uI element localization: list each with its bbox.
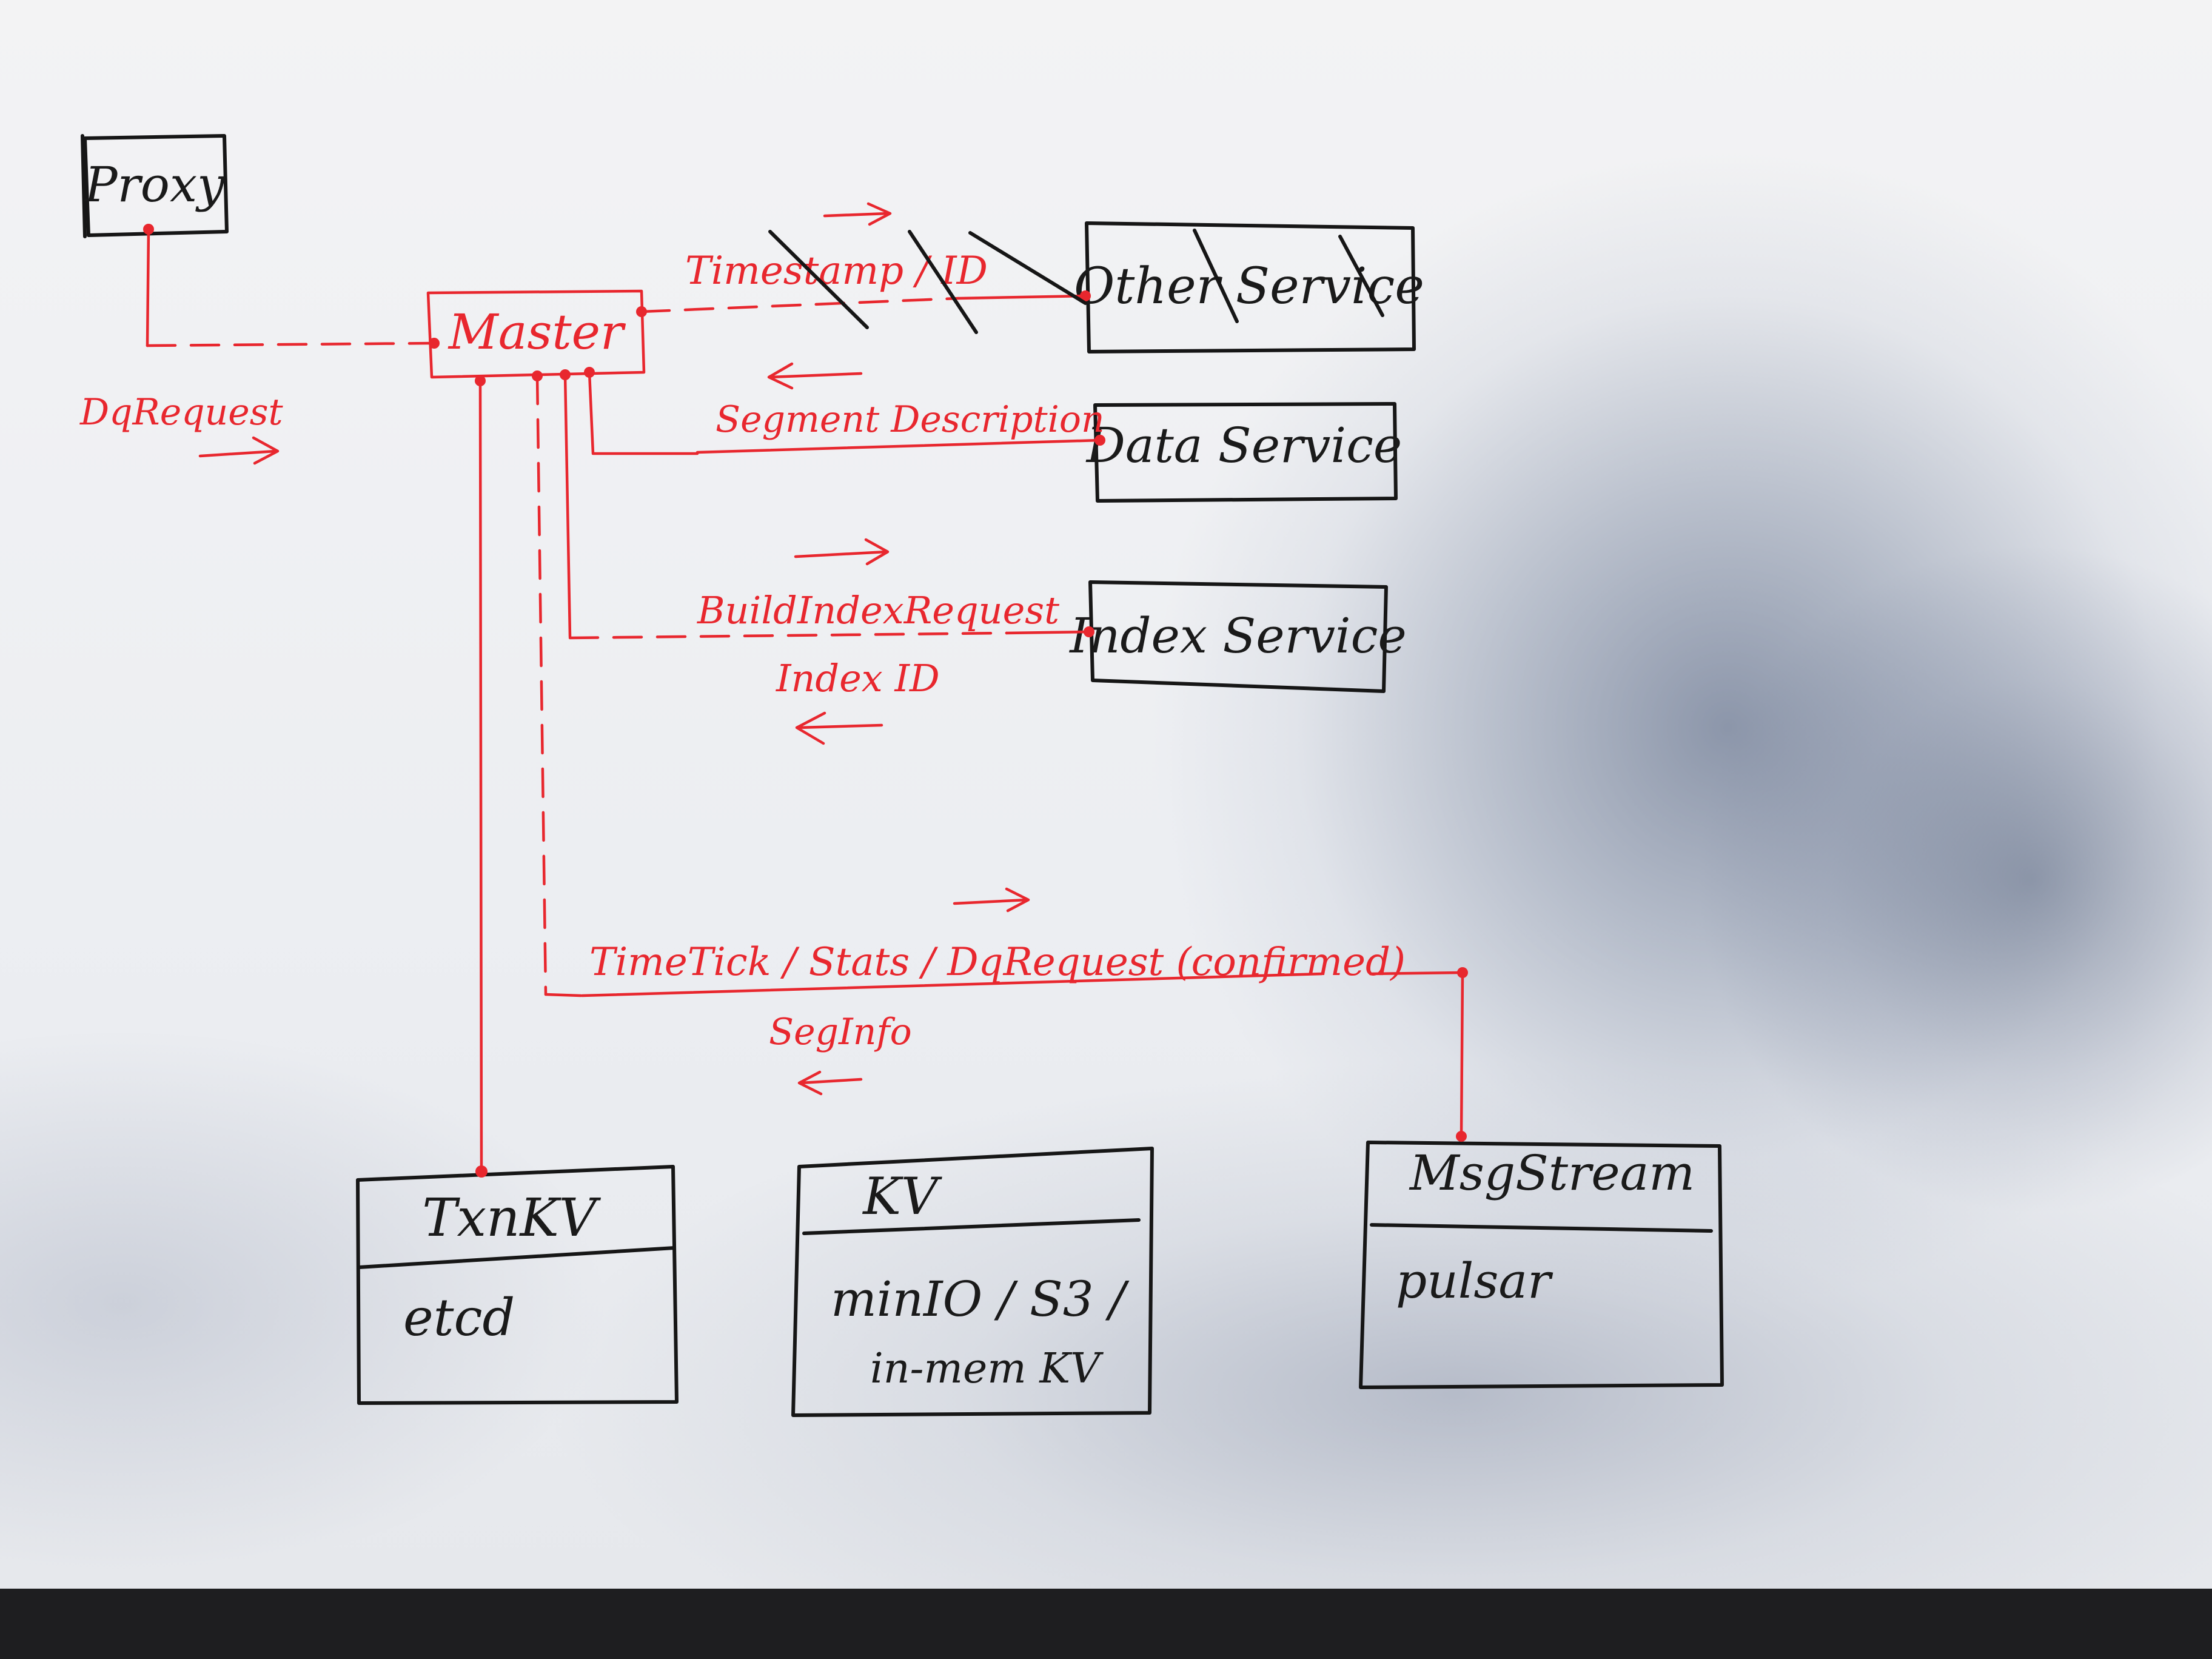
edge-master-index: BuildIndexRequest Index ID — [560, 369, 1094, 745]
txnkv-title: TxnKV — [422, 1188, 601, 1248]
txnkv-body: etcd — [403, 1288, 515, 1347]
table-surface — [0, 1589, 2212, 1659]
other-service-node: Other Service — [1074, 221, 1424, 354]
strike-mark — [768, 230, 869, 329]
edge-label-build-index-request: BuildIndexRequest — [697, 588, 1059, 632]
edge-label-seginfo: SegInfo — [769, 1011, 912, 1053]
edge-label-dqrequest: DqRequest — [79, 391, 284, 434]
edge-master-txnkv — [475, 375, 488, 1178]
other-service-label: Other Service — [1074, 258, 1424, 315]
edge-label-timetick-stats-dqrequest: TimeTick / Stats / DqRequest (confirmed) — [589, 940, 1406, 985]
edge-proxy-master: DqRequest — [79, 224, 440, 465]
edge-master-data: Segment Description — [584, 362, 1105, 455]
edge-master-other: Timestamp / ID — [636, 202, 1091, 334]
edge-master-msgstream: TimeTick / Stats / DqRequest (confirmed)… — [532, 370, 1468, 1142]
master-node: Master — [426, 289, 646, 379]
arrow-left-icon — [795, 711, 883, 745]
proxy-node: Proxy — [81, 134, 229, 238]
arrow-right-icon — [953, 887, 1030, 913]
edge-label-timestamp-id: Timestamp / ID — [685, 249, 988, 293]
msgstream-body: pulsar — [1396, 1253, 1553, 1309]
arrow-right-icon — [198, 436, 280, 465]
strike-mark — [1338, 235, 1384, 317]
kv-title: KV — [862, 1167, 942, 1226]
strike-mark — [968, 231, 1087, 305]
proxy-label: Proxy — [84, 156, 226, 213]
hand-shadow — [1152, 152, 2212, 1304]
index-service-node: Index Service — [1068, 580, 1407, 693]
txnkv-store: TxnKV etcd — [356, 1165, 679, 1405]
kv-body-line2: in-mem KV — [870, 1345, 1104, 1393]
data-service-label: Data Service — [1085, 417, 1402, 474]
arrow-right-icon — [794, 538, 890, 566]
msgstream-title: MsgStream — [1409, 1145, 1695, 1201]
strike-mark — [908, 230, 978, 334]
data-service-node: Data Service — [1085, 402, 1402, 503]
arrow-right-icon — [823, 202, 892, 226]
kv-body-line1: minIO / S3 / — [831, 1271, 1130, 1327]
kv-store: KV minIO / S3 / in-mem KV — [791, 1147, 1154, 1417]
edge-label-index-id: Index ID — [776, 656, 940, 700]
index-service-label: Index Service — [1068, 608, 1407, 664]
lower-shadow — [546, 1061, 2212, 1659]
edge-label-segment-description: Segment Description — [716, 398, 1105, 441]
strike-mark — [1193, 229, 1239, 323]
arrow-left-icon — [767, 362, 863, 390]
msgstream-store: MsgStream pulsar — [1359, 1141, 1724, 1389]
master-label: Master — [447, 304, 626, 360]
arrow-left-icon — [797, 1070, 863, 1096]
hand-shadow-edge — [1698, 546, 2212, 1213]
